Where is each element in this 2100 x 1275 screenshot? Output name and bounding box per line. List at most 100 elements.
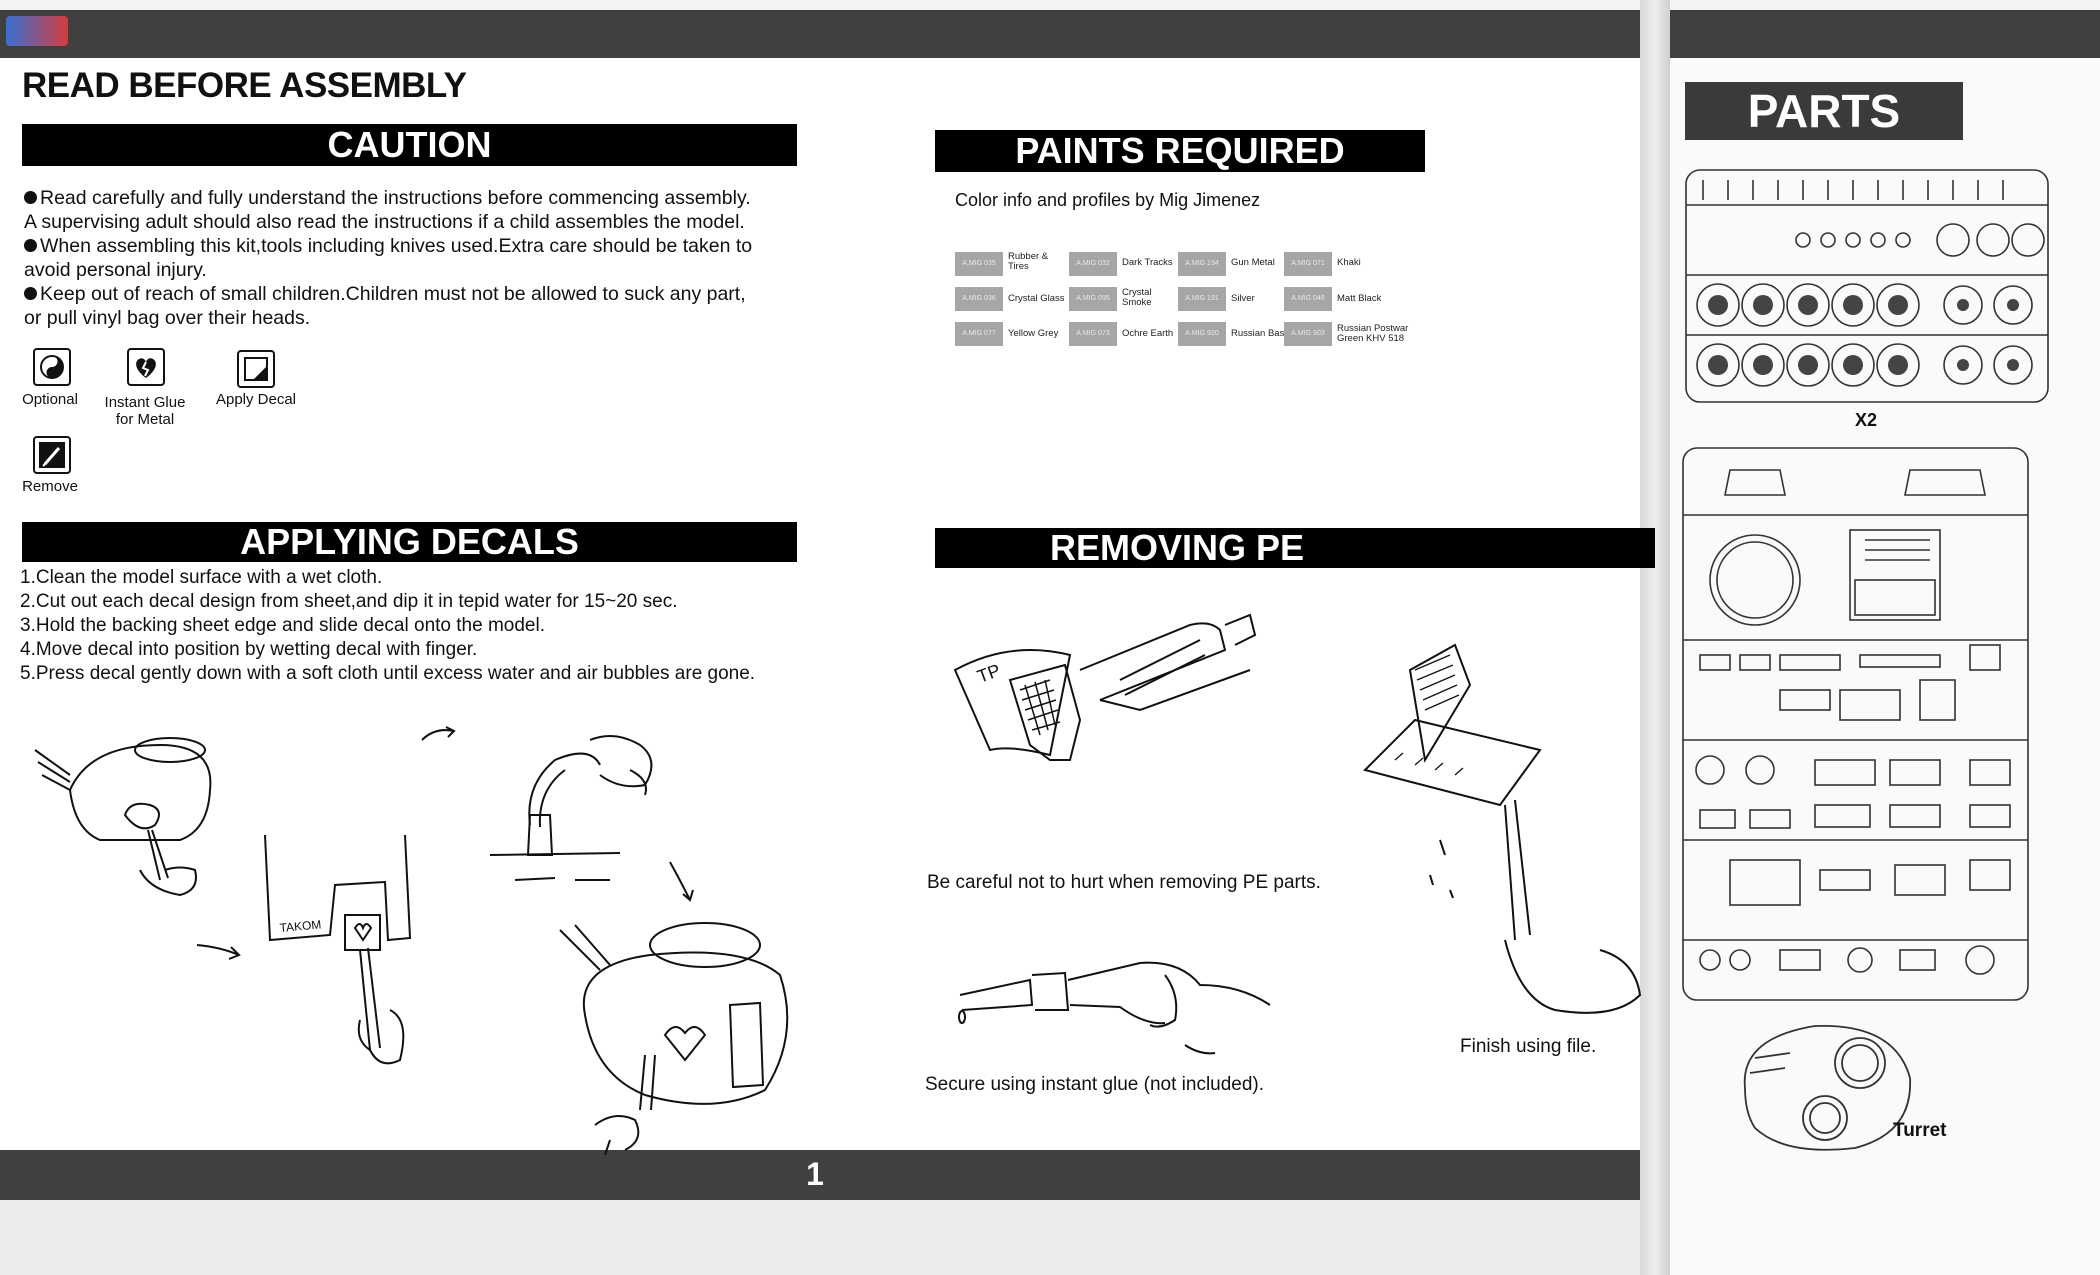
decal-step: 5.Press decal gently down with a soft cl… [20, 663, 756, 684]
turret-cleaning-illustration [34, 737, 212, 897]
tp-label: TP [975, 660, 1003, 687]
paint-name: Ochre Earth [1122, 328, 1174, 339]
paints-header: PAINTS REQUIRED [935, 130, 1425, 172]
remove-icon [33, 436, 71, 474]
caution-title: CAUTION [327, 124, 492, 165]
caution-line: avoid personal injury. [24, 259, 207, 281]
glue-label-line1: Instant Glue [104, 394, 186, 411]
paint-swatch: A.MIG 035 [955, 252, 1003, 276]
pe-tool-illustration: TP [953, 613, 1257, 761]
paint-swatch: A.MIG 903 [1284, 322, 1332, 346]
page-title: READ BEFORE ASSEMBLY [22, 66, 467, 105]
paint-code: A.MIG 073 [1076, 330, 1110, 337]
caution-line-text: Keep out of reach of small children.Chil… [40, 283, 746, 305]
paint-name: Crystal Glass [1008, 293, 1065, 304]
arrow-icon [421, 726, 456, 741]
decal-step: 3.Hold the backing sheet edge and slide … [20, 615, 545, 636]
decal-sheet-illustration: TAKOM [264, 834, 412, 1065]
instant-glue-illustration [958, 961, 1271, 1055]
sprue-hull-parts [1682, 447, 2029, 1001]
paint-name: Gun Metal [1231, 257, 1275, 268]
parts-quantity: X2 [1855, 410, 1878, 430]
left-page [0, 58, 1650, 1150]
paint-name: Russian Base [1231, 328, 1290, 339]
decal-step: 2.Cut out each decal design from sheet,a… [20, 591, 678, 612]
paint-code: A.MIG 191 [1185, 295, 1219, 302]
removing-pe-title: REMOVING PE [1050, 527, 1305, 568]
paint-name: Dark Tracks [1122, 257, 1173, 268]
decal-step: 1.Clean the model surface with a wet clo… [20, 567, 383, 588]
decals-header: APPLYING DECALS [22, 522, 797, 562]
instant-glue-icon [127, 348, 165, 386]
removing-pe-header: REMOVING PE [935, 528, 1655, 568]
arrow-icon [669, 861, 694, 902]
paint-swatch: A.MIG 071 [1284, 252, 1332, 276]
caution-line: A supervising adult should also read the… [24, 211, 745, 233]
glue-label-line2: for Metal [115, 411, 175, 428]
bullet-icon [24, 191, 37, 204]
bullet-icon [24, 239, 37, 252]
optional-label: Optional [22, 391, 78, 408]
paint-name: Crystal Smoke [1122, 287, 1152, 308]
parts-title: PARTS [1747, 85, 1901, 137]
decal-steps: 1.Clean the model surface with a wet clo… [20, 566, 820, 686]
caution-line: When assembling this kit,tools including… [24, 234, 804, 258]
caution-header: CAUTION [22, 124, 797, 166]
paint-name: Russian Postwar Green KHV 518 [1337, 323, 1409, 344]
caution-line-text: Read carefully and fully understand the … [40, 187, 751, 209]
paint-swatch: A.MIG 194 [1178, 252, 1226, 276]
paint-code: A.MIG 035 [962, 260, 996, 267]
paint-swatch: A.MIG 032 [1069, 252, 1117, 276]
decals-title: APPLYING DECALS [240, 521, 579, 562]
caution-text: Read carefully and fully understand the … [24, 186, 804, 330]
page-number: 1 [806, 1156, 824, 1192]
turret-decal-illustration [559, 922, 789, 1156]
paint-code: A.MIG 194 [1185, 260, 1219, 267]
paint-swatch: A.MIG 191 [1178, 287, 1226, 311]
turret-label: Turret [1893, 1120, 1947, 1141]
file-illustration [1363, 643, 1642, 1014]
parts-header: PARTS [1685, 82, 1963, 140]
paint-code: A.MIG 036 [962, 295, 996, 302]
paint-code: A.MIG 903 [1291, 330, 1325, 337]
caution-line: Read carefully and fully understand the … [24, 186, 804, 210]
paint-name: Matt Black [1337, 293, 1382, 304]
apply-decal-label: Apply Decal [215, 391, 297, 408]
arrow-icon [196, 944, 241, 960]
paint-swatch: A.MIG 095 [1069, 287, 1117, 311]
paint-name: Silver [1231, 293, 1255, 304]
remove-label: Remove [22, 478, 78, 495]
paint-swatch: A.MIG 077 [955, 322, 1003, 346]
pe-caution-caption: Be careful not to hurt when removing PE … [927, 872, 1321, 893]
caution-line: Keep out of reach of small children.Chil… [24, 282, 804, 306]
apply-decal-icon [237, 350, 275, 388]
turret-part [1743, 1025, 1911, 1151]
paint-code: A.MIG 046 [1291, 295, 1325, 302]
paint-code: A.MIG 077 [962, 330, 996, 337]
bullet-icon [24, 287, 37, 300]
paints-title: PAINTS REQUIRED [1015, 130, 1345, 171]
top-bar [0, 10, 1665, 58]
paints-subtitle: Color info and profiles by Mig Jimenez [955, 190, 1261, 210]
caution-line-text: When assembling this kit,tools including… [40, 235, 753, 257]
paint-code: A.MIG 071 [1291, 260, 1325, 267]
instant-glue-label: Instant Glue for Metal [98, 394, 192, 428]
glue-caption: Secure using instant glue (not included)… [925, 1074, 1265, 1095]
paint-code: A.MIG 920 [1185, 330, 1219, 337]
bottom-margin [0, 1200, 1665, 1275]
paint-name: Rubber & Tires [1008, 251, 1049, 272]
paint-swatch: A.MIG 920 [1178, 322, 1226, 346]
paint-code: A.MIG 032 [1076, 260, 1110, 267]
paint-name: Khaki [1337, 257, 1361, 268]
takom-label: TAKOM [279, 917, 322, 935]
paint-name: Yellow Grey [1008, 328, 1059, 339]
decal-step: 4.Move decal into position by wetting de… [20, 639, 478, 660]
paint-swatch: A.MIG 036 [955, 287, 1003, 311]
book-gutter [1640, 0, 1670, 1275]
paint-swatch: A.MIG 073 [1069, 322, 1117, 346]
top-bar-right [1665, 10, 2100, 58]
caution-line: or pull vinyl bag over their heads. [24, 307, 311, 329]
paint-code: A.MIG 095 [1076, 295, 1110, 302]
optional-icon [33, 348, 71, 386]
